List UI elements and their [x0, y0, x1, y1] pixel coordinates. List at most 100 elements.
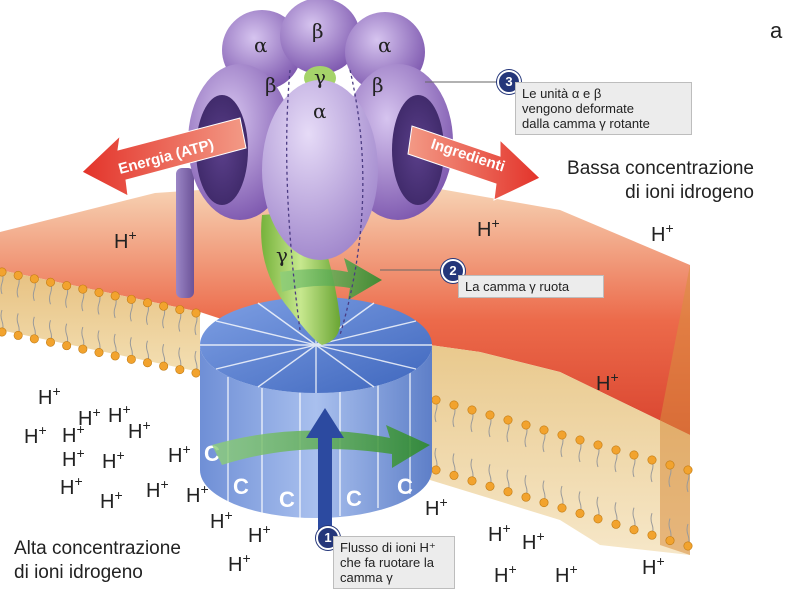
lipid-head — [432, 396, 440, 404]
lipid-head — [522, 421, 530, 429]
lipid-head — [143, 359, 151, 367]
lipid-head — [468, 406, 476, 414]
lipid-head — [504, 416, 512, 424]
lipid-head — [558, 431, 566, 439]
lipid-head — [46, 278, 54, 286]
h-ion-label: H+ — [62, 421, 85, 447]
callout-3-line1: Le unità α e β — [522, 86, 685, 101]
lipid-head — [576, 436, 584, 444]
lipid-head — [684, 466, 692, 474]
low-concentration-line2: di ioni idrogeno — [548, 181, 754, 205]
h-ion-label: H+ — [100, 487, 123, 513]
beta-label-right: β — [372, 73, 384, 97]
lipid-head — [127, 295, 135, 303]
h-ion-label: H+ — [555, 561, 578, 587]
lipid-head — [594, 441, 602, 449]
c-subunit-label: C — [346, 486, 362, 511]
lipid-head — [666, 461, 674, 469]
lipid-head — [0, 328, 6, 336]
beta-label-left: β — [265, 73, 277, 97]
lipid-head — [111, 352, 119, 360]
lipid-head — [0, 268, 6, 276]
h-ion-label: H+ — [494, 561, 517, 587]
h-ion-label: H+ — [62, 445, 85, 471]
lipid-head — [95, 348, 103, 356]
low-concentration-caption: Bassa concentrazione di ioni idrogeno — [548, 157, 754, 205]
lipid-head — [62, 341, 70, 349]
h-ion-label: H+ — [146, 476, 169, 502]
panel-letter: a — [770, 18, 782, 44]
h-ion-label: H+ — [488, 520, 511, 546]
gamma-label-stalk: γ — [276, 243, 288, 267]
callout-3-line3: dalla camma γ rotante — [522, 116, 685, 131]
lipid-head — [159, 362, 167, 370]
lipid-head — [127, 355, 135, 363]
peripheral-stalk — [176, 168, 194, 298]
alpha-label-left: α — [254, 33, 268, 57]
callout-2-line1: La camma γ ruota — [465, 279, 597, 294]
lipid-head — [504, 488, 512, 496]
callout-1-box: Flusso di ioni H⁺ che fa ruotare la camm… — [333, 536, 455, 589]
lipid-head — [576, 509, 584, 517]
lipid-head — [14, 271, 22, 279]
high-concentration-line2: di ioni idrogeno — [14, 561, 181, 585]
high-concentration-line1: Alta concentrazione — [14, 537, 181, 561]
alpha-label-front: α — [313, 99, 327, 123]
lipid-head — [648, 456, 656, 464]
low-concentration-line1: Bassa concentrazione — [548, 157, 754, 181]
c-subunit-label: C — [397, 474, 413, 499]
lipid-head — [450, 471, 458, 479]
h-ion-label: H+ — [60, 473, 83, 499]
h-ion-label: H+ — [248, 521, 271, 547]
lipid-head — [684, 542, 692, 550]
lipid-head — [612, 446, 620, 454]
lipid-head — [143, 299, 151, 307]
lipid-head — [666, 536, 674, 544]
lipid-head — [540, 426, 548, 434]
lipid-head — [540, 498, 548, 506]
h-ion-label: H+ — [522, 528, 545, 554]
lipid-head — [79, 345, 87, 353]
h-ion-label: H+ — [228, 550, 251, 576]
h-ion-label: H+ — [38, 383, 61, 409]
callout-1-line2: che fa ruotare la — [340, 555, 448, 570]
lipid-head — [594, 515, 602, 523]
h-ion-label: H+ — [128, 417, 151, 443]
lipid-head — [522, 493, 530, 501]
lipid-head — [46, 338, 54, 346]
h-ion-label: H+ — [186, 481, 209, 507]
lipid-head — [159, 302, 167, 310]
lipid-head — [450, 401, 458, 409]
lipid-head — [486, 482, 494, 490]
gamma-label-top: γ — [314, 65, 326, 89]
callout-1-line1: Flusso di ioni H⁺ — [340, 540, 448, 555]
lipid-head — [468, 477, 476, 485]
lipid-head — [176, 305, 184, 313]
lipid-head — [192, 369, 200, 377]
h-ion-label: H+ — [168, 441, 191, 467]
lipid-head — [630, 526, 638, 534]
h-ion-label: H+ — [425, 494, 448, 520]
lipid-head — [648, 531, 656, 539]
lipid-head — [95, 288, 103, 296]
callout-2-box: La camma γ ruota — [458, 275, 604, 298]
lipid-head — [14, 331, 22, 339]
c-subunit-label: C — [279, 487, 295, 512]
lipid-head — [192, 309, 200, 317]
h-ion-label: H+ — [642, 553, 665, 579]
beta-label-top: β — [312, 19, 324, 43]
h-ion-label: H+ — [24, 422, 47, 448]
callout-3-box: Le unità α e β vengono deformate dalla c… — [515, 82, 692, 135]
lipid-head — [62, 281, 70, 289]
lipid-head — [558, 504, 566, 512]
lipid-head — [432, 466, 440, 474]
h-ion-label: H+ — [102, 447, 125, 473]
h-ion-label: H+ — [210, 507, 233, 533]
callout-3-line2: vengono deformate — [522, 101, 685, 116]
callout-1-line3: camma γ — [340, 570, 448, 585]
lipid-head — [176, 365, 184, 373]
lipid-head — [612, 520, 620, 528]
lipid-head — [30, 275, 38, 283]
h-ion-label: H+ — [651, 220, 674, 246]
